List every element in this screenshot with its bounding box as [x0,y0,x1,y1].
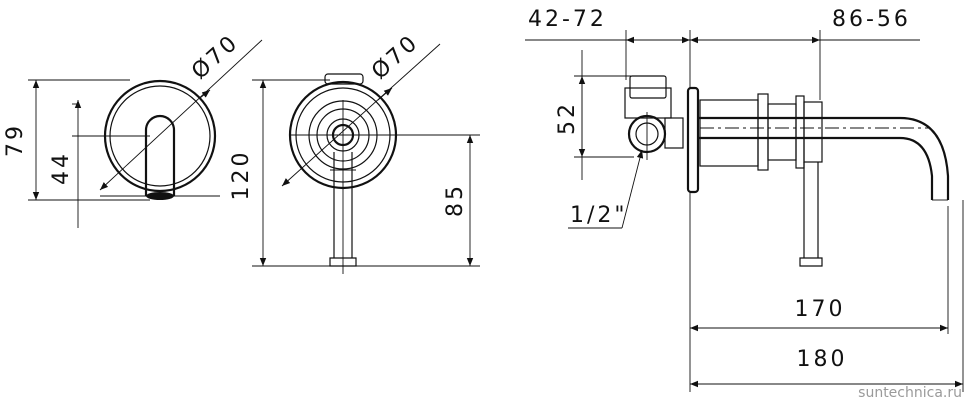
dim-79: 79 [3,79,150,201]
dim-42-72: 42-72 [525,7,691,88]
dim-85: 85 [443,135,474,266]
thread-label: 1/2" [570,203,628,228]
dim-86-56-label: 86-56 [832,7,911,32]
watermark: suntechnica.ru [858,385,962,401]
dim-170: 170 [689,192,949,392]
dim-diam-left-label: Ø70 [187,30,244,85]
dim-diam-mid: Ø70 [281,30,441,187]
dim-52: 52 [555,50,634,180]
dim-42-72-label: 42-72 [528,7,607,32]
lever-front-view [288,73,480,274]
dim-44: 44 [49,100,150,228]
spout-front-view [100,79,220,200]
dim-120: 120 [229,79,480,267]
dim-120-label: 120 [229,150,254,201]
dim-diam-mid-label: Ø70 [367,30,424,85]
dim-79-label: 79 [3,123,28,157]
dim-44-label: 44 [49,151,74,185]
dim-170-label: 170 [795,297,846,322]
dim-86-56: 86-56 [690,7,920,100]
dim-180-label: 180 [797,347,848,372]
dim-85-label: 85 [443,183,468,217]
mixer-side-view [624,75,950,267]
thread-callout: 1/2" [568,149,644,229]
dim-180: 180 [690,200,964,392]
dim-52-label: 52 [555,101,580,135]
